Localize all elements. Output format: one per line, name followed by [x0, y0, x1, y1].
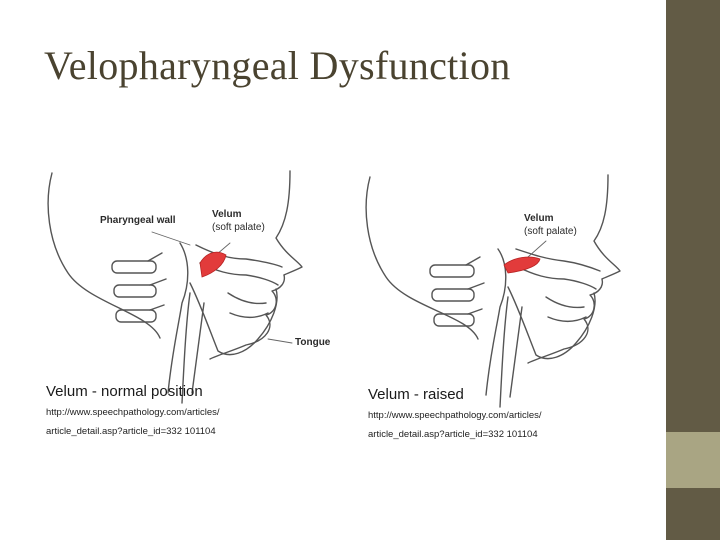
label-pharyngeal-wall: Pharyngeal wall [100, 215, 176, 226]
right-vertebra-2 [431, 288, 475, 302]
right-head-back [365, 176, 479, 340]
label-soft-palate-left: (soft palate) [212, 222, 265, 233]
right-velum-highlight [503, 256, 541, 274]
anatomy-diagram [47, 170, 621, 408]
caption-left-url-1: http://www.speechpathology.com/articles/ [46, 407, 220, 418]
left-vertebra-1 [111, 260, 157, 274]
left-vertebra-2 [113, 284, 157, 298]
left-pharynx-back [167, 242, 189, 394]
label-velum-right: Velum [524, 213, 554, 224]
left-velum-highlight [199, 251, 227, 278]
right-vertebra-1 [429, 264, 475, 278]
caption-left-url-2: article_detail.asp?article_id=332 101104 [46, 426, 216, 437]
label-soft-palate-right: (soft palate) [524, 226, 577, 237]
caption-right: Velum - raised [368, 386, 464, 403]
caption-right-url-1: http://www.speechpathology.com/articles/ [368, 410, 542, 421]
label-tongue: Tongue [295, 337, 331, 348]
left-face-lower [209, 274, 286, 360]
slide-title: Velopharyngeal Dysfunction [44, 43, 511, 88]
left-tongue [189, 282, 278, 356]
anatomy-figure: Pharyngeal wall Velum (soft palate) Tong… [40, 163, 630, 445]
right-face-profile [593, 174, 621, 280]
caption-right-url-2: article_detail.asp?article_id=332 101104 [368, 429, 538, 440]
left-face-profile [275, 170, 303, 276]
left-palate-upper [195, 244, 283, 268]
right-tongue [507, 286, 596, 360]
caption-left: Velum - normal position [46, 383, 203, 400]
right-pharynx-back [485, 248, 507, 396]
label-velum-left: Velum [212, 209, 242, 220]
sidebar-accent [666, 432, 720, 488]
left-vertebra-3 [115, 309, 157, 323]
left-head-back [47, 172, 161, 339]
right-palate-lower [517, 266, 597, 290]
right-palate-upper [515, 248, 601, 272]
right-vertebra-3 [433, 313, 475, 327]
right-face-lower [527, 278, 604, 364]
